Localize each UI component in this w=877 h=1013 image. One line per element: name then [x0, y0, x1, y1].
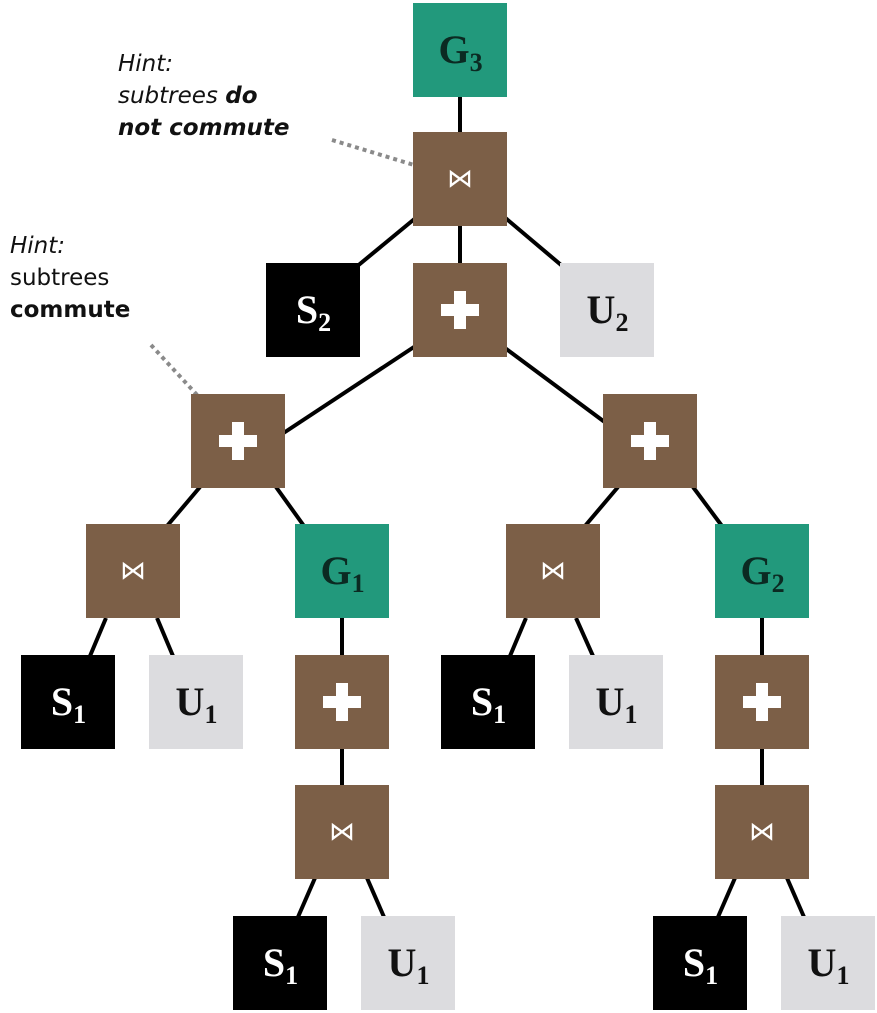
- union-node-left: [191, 394, 285, 488]
- node-letter: U: [387, 940, 417, 985]
- node-letter: S: [470, 679, 493, 724]
- source-node-s1: S1: [441, 655, 535, 749]
- node-letter: G: [740, 548, 771, 593]
- node-letter: S: [682, 940, 705, 985]
- node-letter: U: [807, 940, 837, 985]
- edge-unionleft-g1: [274, 485, 306, 528]
- node-letter: S: [262, 940, 285, 985]
- edge-joinll-u1a: [155, 617, 175, 657]
- edge-joinrl-s1b: [508, 617, 528, 657]
- source-node-s1: S1: [21, 655, 115, 749]
- edge-joing2-u1d: [785, 877, 806, 918]
- node-letter: S: [295, 287, 318, 332]
- node-index: 2: [318, 308, 331, 337]
- hint-emphasis: do: [225, 83, 258, 109]
- edge-unionleft-joinll: [165, 485, 202, 528]
- group-node-g1: G1: [295, 524, 389, 618]
- node-letter: U: [175, 679, 205, 724]
- union-node-g1: [295, 655, 389, 749]
- edge-union-unionleft: [280, 341, 422, 436]
- edge-joing1-s1c: [296, 877, 317, 918]
- unknown-node-u1: U1: [361, 916, 455, 1010]
- node-index: 1: [351, 569, 365, 598]
- node-index: 1: [624, 700, 637, 729]
- edge-joinrl-u1b: [574, 617, 595, 657]
- hint-text: subtrees: [118, 83, 226, 109]
- hint-no-commute: Hint: subtrees do not commute: [118, 48, 290, 144]
- hint-leader-top: [331, 138, 415, 167]
- group-node-g2: G2: [715, 524, 809, 618]
- edge-unionright-g2: [691, 485, 724, 528]
- unknown-node-u2: U2: [560, 263, 654, 357]
- source-node-s1: S1: [233, 916, 327, 1010]
- node-letter: U: [595, 679, 625, 724]
- plus-icon: [323, 683, 361, 721]
- join-node-left-left: ⋈: [86, 524, 180, 618]
- join-node-root: ⋈: [413, 132, 507, 226]
- source-node-s2: S2: [266, 263, 360, 357]
- node-index: 1: [493, 700, 506, 729]
- unknown-node-u1: U1: [781, 916, 875, 1010]
- join-node-g2: ⋈: [715, 785, 809, 879]
- node-index: 1: [416, 961, 429, 990]
- unknown-node-u1: U1: [569, 655, 663, 749]
- join-icon: ⋈: [329, 817, 355, 847]
- edge-joing1-u1c: [365, 877, 386, 918]
- plus-icon: [743, 683, 781, 721]
- unknown-node-u1: U1: [149, 655, 243, 749]
- join-icon: ⋈: [540, 556, 566, 586]
- union-node-g2: [715, 655, 809, 749]
- node-letter: S: [50, 679, 73, 724]
- join-icon: ⋈: [749, 817, 775, 847]
- edge-joinll-s1a: [88, 617, 108, 657]
- node-letter: G: [438, 27, 469, 72]
- join-node-g1: ⋈: [295, 785, 389, 879]
- hint-label: Hint:: [118, 51, 174, 77]
- node-index: 1: [836, 961, 849, 990]
- group-node-g3: G3: [413, 3, 507, 97]
- node-letter: G: [320, 548, 351, 593]
- edge-unionright-joinrl: [583, 485, 620, 528]
- hint-commute: Hint: subtrees commute: [10, 230, 130, 326]
- node-index: 1: [705, 961, 718, 990]
- node-index: 1: [73, 700, 86, 729]
- node-index: 1: [204, 700, 217, 729]
- node-index: 2: [771, 569, 785, 598]
- hint-emphasis: not commute: [118, 115, 290, 141]
- node-letter: U: [586, 287, 616, 332]
- union-node-root: [413, 263, 507, 357]
- hint-leader-middle: [149, 343, 200, 398]
- hint-label: Hint:: [10, 233, 66, 259]
- node-index: 2: [615, 308, 628, 337]
- source-node-s1: S1: [653, 916, 747, 1010]
- plus-icon: [219, 422, 257, 460]
- edge-joing2-s1d: [716, 877, 737, 918]
- plus-icon: [441, 291, 479, 329]
- union-node-right: [603, 394, 697, 488]
- join-icon: ⋈: [447, 164, 473, 194]
- plus-icon: [631, 422, 669, 460]
- node-index: 1: [285, 961, 298, 990]
- node-index: 3: [469, 48, 483, 77]
- hint-emphasis: commute: [10, 297, 131, 323]
- edge-union-unionright: [503, 346, 612, 428]
- hint-text: subtrees: [10, 265, 110, 291]
- join-icon: ⋈: [120, 556, 146, 586]
- join-node-right-left: ⋈: [506, 524, 600, 618]
